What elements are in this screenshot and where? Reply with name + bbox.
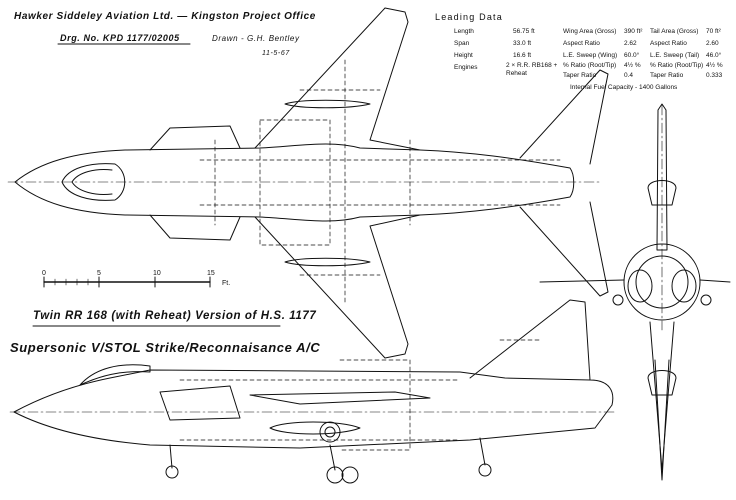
ld-tail-tc-label: % Ratio (Root/Tip) bbox=[650, 62, 704, 69]
side-intake bbox=[159, 385, 241, 421]
ld-wing-ar-label: Aspect Ratio bbox=[563, 40, 600, 47]
ld-tail-tc-value: 4½ % bbox=[706, 62, 723, 69]
ld-wing-tc-value: 4½ % bbox=[624, 62, 641, 69]
plan-wing-upper bbox=[254, 7, 421, 151]
plan-tank-lower bbox=[284, 257, 371, 267]
leading-data-title: Leading Data bbox=[435, 12, 503, 22]
front-tank-bottom bbox=[647, 370, 677, 396]
front-intake-left bbox=[627, 269, 653, 303]
scale-label-0: 0 bbox=[42, 270, 46, 277]
plan-intake-upper bbox=[149, 125, 241, 151]
ld-height-label: Height bbox=[454, 52, 473, 59]
plan-view bbox=[7, 7, 609, 359]
ld-engines-value: 2 × R.R. RB168 + Reheat bbox=[506, 62, 558, 77]
side-wing bbox=[249, 391, 431, 405]
ld-tail-taper-label: Taper Ratio bbox=[650, 72, 684, 79]
front-view bbox=[539, 103, 731, 481]
role-title: Supersonic V/STOL Strike/Reconnaisance A… bbox=[10, 340, 321, 355]
side-landing-gear bbox=[169, 437, 486, 471]
ld-tail-taper-value: 0.333 bbox=[706, 72, 723, 79]
company-header: Hawker Siddeley Aviation Ltd. — Kingston… bbox=[14, 11, 316, 22]
plan-intake-lower bbox=[149, 214, 241, 241]
ld-fuel-capacity: Internal Fuel Capacity - 1400 Gallons bbox=[570, 84, 678, 91]
ld-tail-ar-value: 2.60 bbox=[706, 40, 719, 47]
ld-wing-ar-value: 2.62 bbox=[624, 40, 637, 47]
ld-wing-taper-label: Taper Ratio bbox=[563, 72, 597, 79]
front-fin bbox=[656, 103, 668, 251]
front-intake-right bbox=[671, 269, 697, 303]
scale-label-15: 15 bbox=[207, 270, 215, 277]
ld-tail-ar-label: Aspect Ratio bbox=[650, 40, 687, 47]
drawing-number: Drg. No. KPD 1177/02005 bbox=[60, 33, 180, 43]
drawn-by: Drawn - G.H. Bentley bbox=[212, 34, 300, 43]
scale-bar bbox=[43, 276, 211, 288]
drawing-date: 11-5-67 bbox=[262, 50, 290, 57]
plan-tail-lower bbox=[519, 201, 609, 297]
ld-length-value: 56.75 ft bbox=[513, 28, 535, 35]
ld-span-label: Span bbox=[454, 40, 470, 47]
front-wing bbox=[649, 321, 675, 471]
ld-wing-sweep-value: 60.0° bbox=[624, 52, 640, 59]
ld-wing-area-value: 390 ft² bbox=[624, 28, 643, 35]
plan-tail-upper bbox=[519, 69, 609, 165]
ld-tail-sweep-label: L.E. Sweep (Tail) bbox=[650, 52, 700, 59]
side-canopy bbox=[79, 364, 151, 386]
side-view bbox=[9, 299, 616, 484]
ld-engines-label: Engines bbox=[454, 64, 478, 71]
plan-fuselage bbox=[14, 143, 575, 222]
front-tank-top bbox=[647, 180, 677, 206]
side-nozzle bbox=[319, 421, 341, 443]
ld-height-value: 16.6 ft bbox=[513, 52, 532, 59]
ld-wing-tc-label: % Ratio (Root/Tip) bbox=[563, 62, 617, 69]
ld-length-label: Length bbox=[454, 28, 474, 35]
plan-wing-lower bbox=[254, 214, 421, 359]
ld-span-value: 33.0 ft bbox=[513, 40, 532, 47]
ld-wing-sweep-label: L.E. Sweep (Wing) bbox=[563, 52, 618, 59]
plan-tank-upper bbox=[284, 99, 371, 109]
scale-unit: Ft. bbox=[222, 280, 231, 287]
front-tailplane bbox=[539, 279, 731, 283]
ld-tail-sweep-value: 46.0° bbox=[706, 52, 722, 59]
scale-label-5: 5 bbox=[97, 270, 101, 277]
ld-tail-area-label: Tail Area (Gross) bbox=[650, 28, 699, 35]
scale-label-10: 10 bbox=[153, 270, 161, 277]
front-fuselage bbox=[623, 243, 701, 321]
side-fin bbox=[469, 299, 591, 381]
ld-wing-area-label: Wing Area (Gross) bbox=[563, 28, 617, 35]
ld-wing-taper-value: 0.4 bbox=[624, 72, 634, 79]
ld-tail-area-value: 70 ft² bbox=[706, 28, 721, 35]
side-fuselage bbox=[13, 369, 614, 449]
version-title: Twin RR 168 (with Reheat) Version of H.S… bbox=[33, 310, 317, 322]
side-pod bbox=[269, 421, 361, 435]
